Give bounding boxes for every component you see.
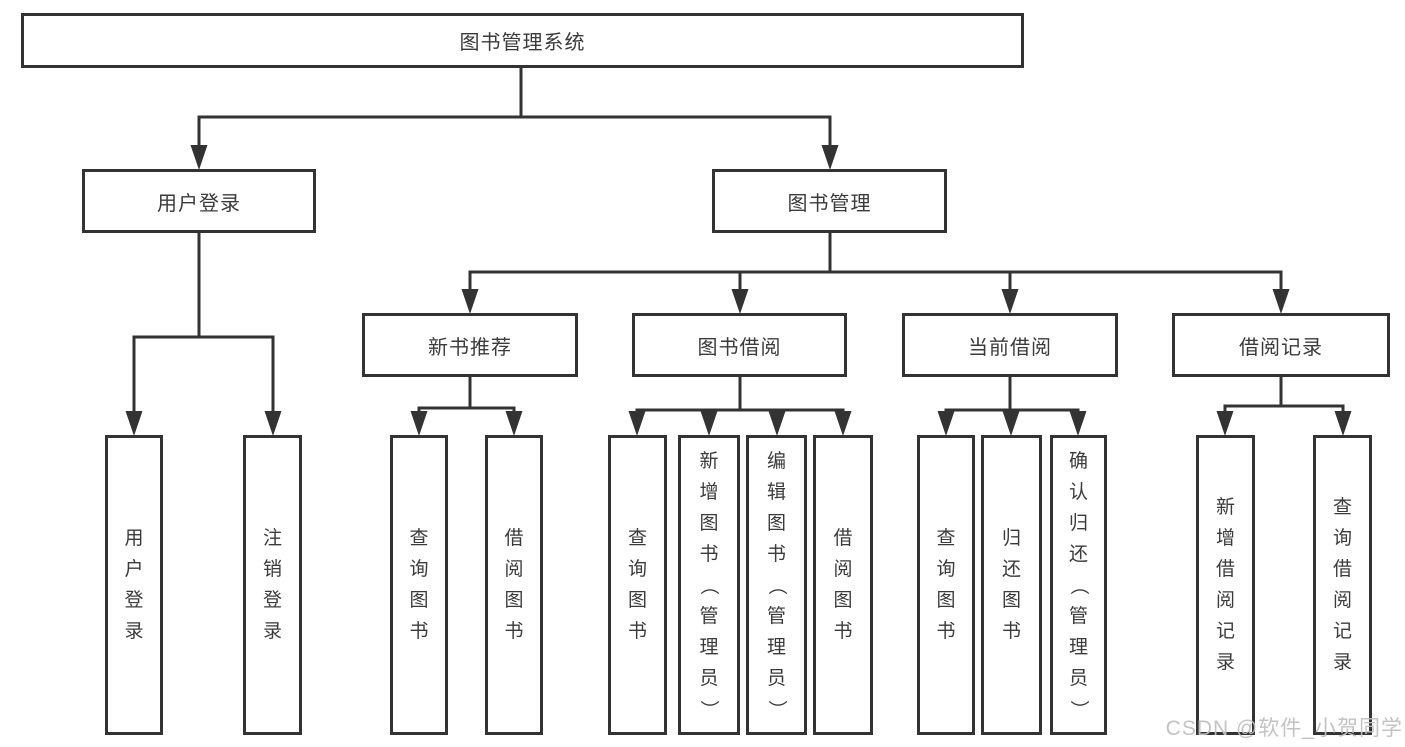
node-book-management: 图书管理 [712,169,947,233]
node-label: 新书推荐 [428,336,512,359]
leaf-label: 注销登录 [262,528,282,642]
leaf-label: 查询图书 [627,528,647,642]
leaf-add-book-admin: 新增图书（管理员） [678,435,740,735]
node-label: 用户登录 [157,192,241,215]
leaf-query-books-recommend: 查询图书 [390,435,448,735]
leaf-label: 新增图书（管理员） [698,450,720,719]
leaf-edit-book-admin: 编辑图书（管理员） [746,435,807,735]
leaf-borrow-books-recommend: 借阅图书 [485,435,543,735]
leaf-confirm-return-admin: 确认归还（管理员） [1050,435,1107,735]
leaf-label: 编辑图书（管理员） [765,450,787,719]
leaf-query-borrow-record: 查询借阅记录 [1313,435,1372,735]
leaf-query-books-borrowing: 查询图书 [608,435,667,735]
node-label: 图书借阅 [697,336,782,359]
node-label: 图书管理系统 [459,32,586,54]
leaf-logout: 注销登录 [243,435,302,735]
leaf-label: 确认归还（管理员） [1067,450,1089,719]
leaf-label: 查询借阅记录 [1332,497,1352,673]
leaf-return-book: 归还图书 [981,435,1042,735]
leaf-user-login: 用户登录 [105,435,163,735]
node-book-borrowing: 图书借阅 [632,313,847,377]
leaf-label: 归还图书 [1001,528,1021,642]
leaf-label: 用户登录 [124,528,144,642]
leaf-label: 查询图书 [409,528,429,642]
node-borrowing-records: 借阅记录 [1172,313,1390,377]
node-library-management-system: 图书管理系统 [21,13,1024,68]
leaf-label: 新增借阅记录 [1215,497,1235,673]
leaf-query-books-current: 查询图书 [917,435,975,735]
leaf-label: 借阅图书 [833,528,853,642]
leaf-add-borrow-record: 新增借阅记录 [1196,435,1255,735]
csdn-watermark: CSDN @软件_小贺同学 [1165,717,1403,740]
node-label: 借阅记录 [1239,336,1323,359]
node-label: 图书管理 [787,192,872,215]
leaf-label: 查询图书 [936,528,956,642]
node-current-borrowing: 当前借阅 [902,313,1118,377]
leaf-borrow-books: 借阅图书 [813,435,873,735]
arrowheads [125,145,1352,436]
leaf-label: 借阅图书 [504,528,524,642]
node-new-book-recommend: 新书推荐 [362,313,578,377]
node-user-login: 用户登录 [82,169,316,233]
node-label: 当前借阅 [968,336,1052,359]
